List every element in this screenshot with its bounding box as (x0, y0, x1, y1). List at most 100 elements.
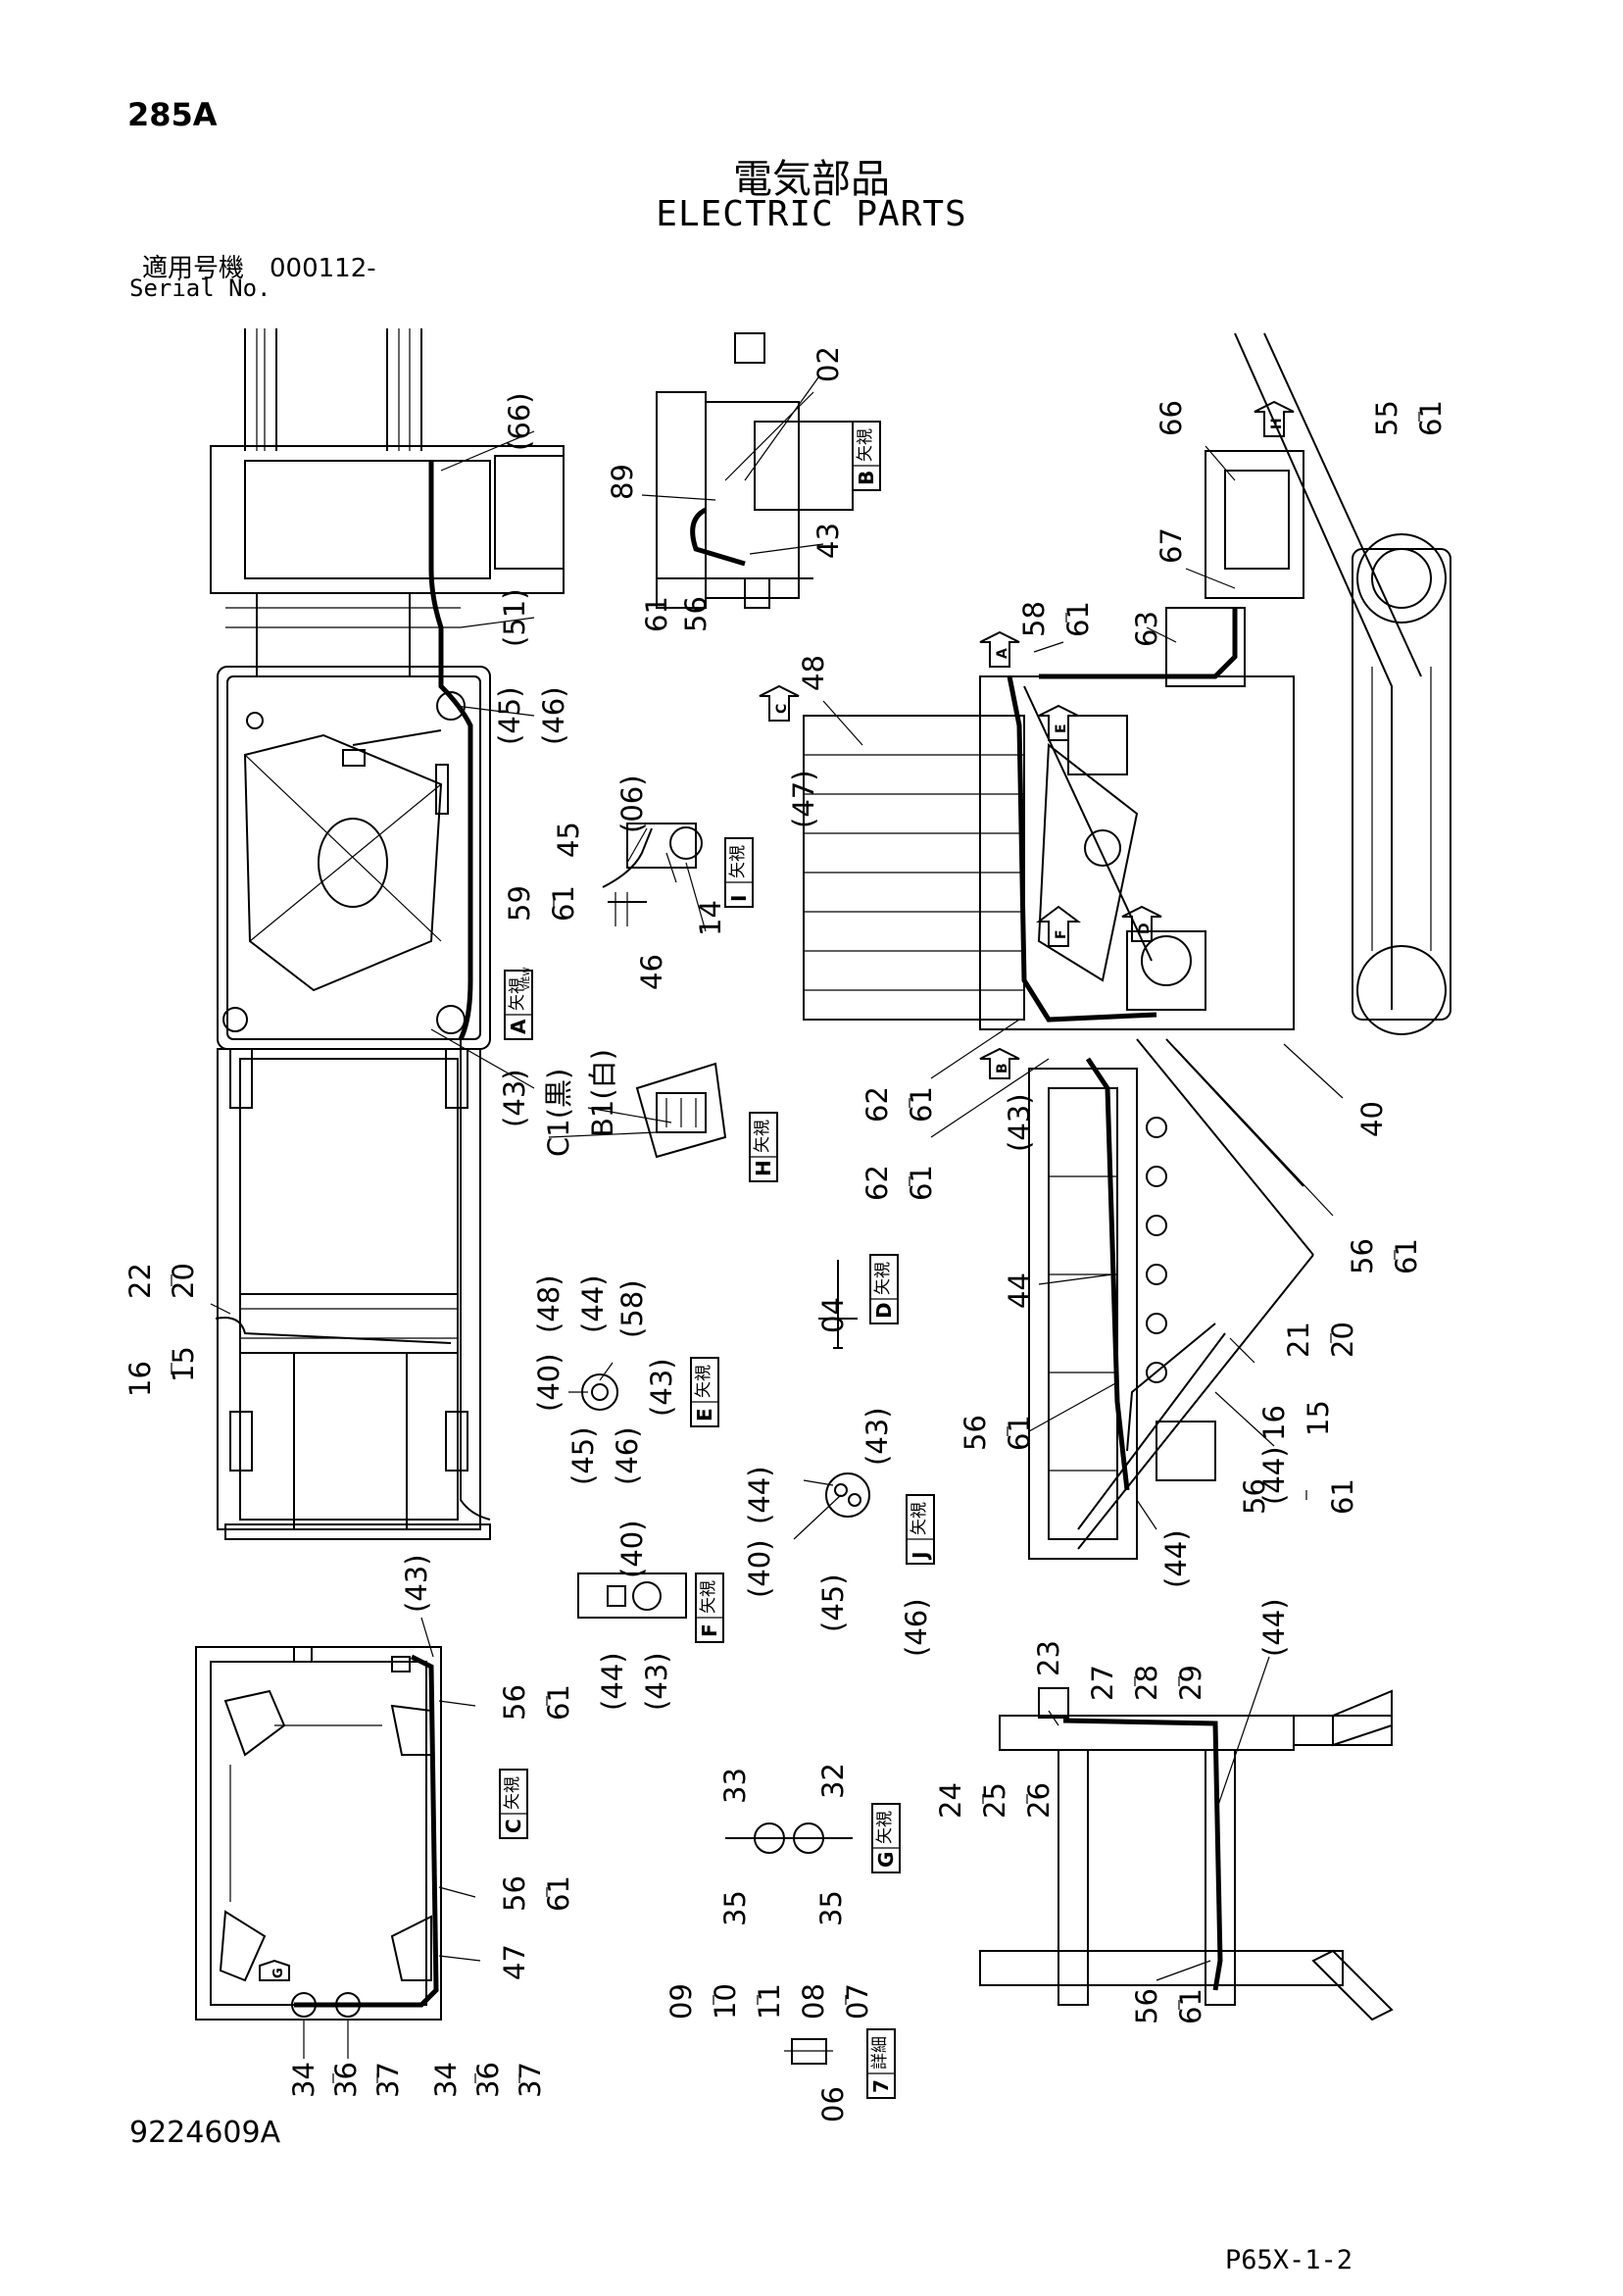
callout-label: (43) (400, 1554, 433, 1613)
svg-text:B: B (855, 471, 878, 485)
callout-label: (44) (596, 1652, 629, 1711)
callout-label: (47) (787, 770, 820, 828)
callout-label: 61 (1326, 1478, 1359, 1515)
callout-label: 10 (709, 1983, 742, 2020)
view-box-i: 矢視 I (724, 837, 754, 908)
callout-label: (43) (498, 1069, 531, 1127)
callout-label: 59 (503, 885, 536, 922)
callout-label: 36 (471, 2062, 505, 2098)
view-box-j: 矢視 J (906, 1494, 935, 1565)
callout-label: (48) (532, 1274, 566, 1333)
view-arrow-d: D (1121, 905, 1162, 942)
view-arrow-c: C (759, 684, 800, 722)
svg-text:矢視: 矢視 (728, 845, 748, 878)
svg-text:H: H (752, 1160, 775, 1176)
svg-text:D: D (872, 1302, 896, 1319)
svg-text:G: G (271, 1968, 286, 1978)
callout-label: (43) (640, 1652, 673, 1711)
drawing-number: 9224609A (129, 2116, 281, 2150)
svg-text:G: G (874, 1852, 898, 1868)
svg-text:E: E (693, 1408, 716, 1422)
serial-label-japanese: 適用号機 000112- (142, 254, 376, 283)
callout-label: 62 (861, 1086, 894, 1123)
bottom-right-frame (979, 1687, 1394, 2021)
view-i-detail (602, 823, 703, 926)
callout-label: 61 (1003, 1415, 1036, 1451)
callout-label: 23 (1032, 1640, 1065, 1676)
left-frame-drawing (210, 328, 565, 1540)
callout-label: 56 (1346, 1238, 1379, 1274)
svg-text:矢視: 矢視 (910, 1502, 929, 1535)
callout-label: 22 (123, 1263, 157, 1299)
callout-label: 61 (547, 885, 580, 922)
callout-label: 62 (861, 1165, 894, 1201)
callout-label: 40 (1355, 1101, 1389, 1137)
view-box-c: 矢視 C (499, 1769, 528, 1839)
callout-label: 61 (1174, 1988, 1207, 2024)
callout-label: 46 (635, 954, 668, 990)
view-arrow-a: A (979, 630, 1020, 668)
callout-label: 04 (816, 1297, 850, 1333)
callout-label: 33 (718, 1768, 752, 1804)
callout-label: (45) (493, 686, 526, 745)
callout-label: 61 (542, 1684, 575, 1721)
svg-text:E: E (1054, 724, 1069, 733)
callout-label: (06) (615, 774, 649, 833)
callout-label: (44) (1257, 1598, 1291, 1657)
sheet-code: P65X-1-2 (1225, 2245, 1353, 2275)
view-h-detail (635, 1062, 727, 1159)
title-english: ELECTRIC PARTS (656, 194, 967, 234)
callout-label: 56 (1130, 1988, 1163, 2024)
callout-label: 61 (542, 1875, 575, 1912)
svg-text:矢視: 矢視 (699, 1580, 718, 1614)
callout-label: 47 (498, 1944, 531, 1980)
callout-label: 28 (1130, 1665, 1163, 1701)
callout-label: 20 (1326, 1322, 1359, 1358)
callout-label: 61 (1414, 400, 1448, 436)
callout-label: 21 (1282, 1322, 1315, 1358)
callout-label: 29 (1174, 1665, 1207, 1701)
callout-separators (171, 412, 1420, 2083)
svg-text:F: F (1054, 929, 1069, 939)
view-arrow-e: E (1038, 704, 1079, 741)
callout-label: 45 (552, 822, 585, 858)
callout-label: (44) (1159, 1529, 1193, 1588)
callout-label: 36 (329, 2062, 363, 2098)
svg-text:J: J (909, 1552, 932, 1561)
callout-label: 34 (429, 2062, 463, 2098)
svg-text:I: I (727, 895, 751, 902)
view-box-e: 矢視 E (690, 1357, 719, 1427)
svg-text:詳細: 詳細 (870, 2036, 890, 2070)
callout-label: (40) (532, 1353, 566, 1412)
callout-label: 89 (606, 464, 639, 500)
callout-label: (46) (611, 1426, 644, 1485)
svg-text:矢視: 矢視 (503, 1776, 522, 1810)
view-c-frame (195, 1646, 442, 2021)
callout-label: 56 (679, 596, 713, 632)
callout-label: (51) (498, 588, 531, 647)
callout-label: 56 (498, 1684, 531, 1721)
callout-label: 61 (905, 1165, 938, 1201)
view-box-a: 矢視 VIEW A (504, 968, 533, 1040)
svg-text:矢視: 矢視 (753, 1120, 772, 1153)
callout-label: 58 (1017, 601, 1051, 637)
callout-label: 08 (797, 1983, 830, 2020)
callout-label: 02 (812, 346, 845, 382)
callout-label: 66 (1155, 400, 1188, 436)
callout-label: 56 (498, 1875, 531, 1912)
callout-label: 55 (1370, 400, 1403, 436)
callout-label: 37 (371, 2062, 405, 2098)
svg-text:矢視: 矢視 (875, 1811, 895, 1844)
callout-label: (66) (503, 392, 536, 451)
page-number: 285A (127, 96, 218, 133)
view-box-h: 矢視 H (749, 1112, 778, 1182)
callout-label: C1(黒) (542, 1069, 575, 1157)
callout-label: 26 (1022, 1782, 1056, 1819)
callout-label: 61 (1390, 1238, 1423, 1274)
callout-label: (46) (900, 1598, 933, 1657)
callout-label: (40) (743, 1539, 776, 1598)
svg-text:D: D (1137, 923, 1153, 934)
callout-label: 67 (1155, 527, 1188, 564)
serial-label-english: Serial No. (129, 275, 271, 302)
